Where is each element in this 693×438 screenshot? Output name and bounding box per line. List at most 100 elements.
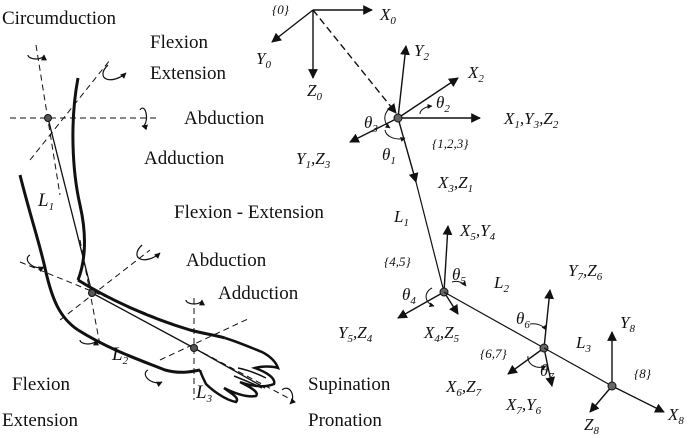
- label-flexion-wrist: Flexion: [12, 374, 71, 395]
- hand-outline: [198, 336, 280, 404]
- link-label-L1: L1: [393, 207, 409, 229]
- forearm-outline-top: [77, 278, 226, 340]
- label-pronation: Pronation: [308, 410, 382, 431]
- axis-label-part: ,Z: [454, 173, 468, 192]
- elbow-axis-2: [59, 249, 151, 321]
- axis-label-part: ,Y: [520, 109, 535, 128]
- arm-label-L3: L3: [195, 382, 213, 405]
- axis-X8: [611, 385, 665, 413]
- axis-label-Y7Z6: Y7,Z6: [568, 261, 603, 283]
- joint-shoulder: [393, 113, 403, 123]
- axis-label-X6Z7: X6,Z7: [445, 377, 482, 399]
- axis-label-part: 6: [536, 405, 542, 417]
- arm-label-L1: L1: [37, 190, 54, 213]
- axis-label-X7Y6: X7,Y6: [505, 395, 542, 417]
- angle-theta2: θ2: [436, 93, 450, 115]
- base-to-shoulder-dashed: [312, 9, 397, 114]
- axis-label-Y0: Y0: [256, 49, 271, 71]
- upper-arm-outline-front: [18, 174, 79, 332]
- axis-label-X8: X8: [667, 405, 684, 427]
- label-abduction-2: Abduction: [186, 250, 267, 271]
- rot-arc-theta3-icon: [384, 109, 391, 129]
- axis-label-part: Y: [568, 261, 579, 280]
- axis-label-part: 5: [470, 231, 476, 243]
- axis-label-part: X: [503, 109, 515, 128]
- arm-link-L1: [47, 117, 93, 294]
- axis-label-part: ,Z: [353, 323, 367, 342]
- axis-label-part: ,Z: [583, 261, 597, 280]
- axis-Y0: [271, 9, 314, 43]
- frame-label-45: {4,5}: [384, 254, 411, 269]
- label-extension-wrist: Extension: [2, 410, 78, 431]
- axis-label-part: ,Z: [539, 109, 553, 128]
- joint-end-effector: [607, 381, 617, 391]
- frame-label-123: {1,2,3}: [432, 136, 469, 151]
- axis-label-part: 7: [577, 271, 583, 283]
- axis-label-Y5Z4: Y5,Z4: [338, 323, 373, 345]
- angle-theta5: θ5: [452, 265, 466, 287]
- axis-label-X1Y3Z2: X1,Y3,Z2: [503, 109, 559, 131]
- frame-label-8: {8}: [634, 366, 652, 381]
- axis-label-part: ,Y: [522, 395, 537, 414]
- elbow-joint: [88, 289, 96, 297]
- axis-label-part: 7: [516, 405, 522, 417]
- axis-label-X5Y4: X5,Y4: [459, 221, 496, 243]
- axis-label-part: 1: [305, 159, 311, 171]
- shoulder-joint: [44, 114, 52, 122]
- axis-label-part: X: [505, 395, 517, 414]
- label-extension-shoulder: Extension: [150, 63, 226, 84]
- axis-label-part: X: [437, 173, 449, 192]
- axis-label-part: 3: [324, 159, 331, 171]
- rot-arc-theta5-icon: [451, 280, 467, 287]
- axis-label-part: ,Y: [476, 221, 491, 240]
- axis-label-part: ,Z: [311, 149, 325, 168]
- axis-X6Z7: [507, 347, 545, 375]
- rot-arrow-icon: [26, 254, 45, 273]
- rot-arrow-icon: [281, 387, 296, 405]
- axis-label-part: 5: [454, 333, 460, 345]
- label-flexion-shoulder: Flexion: [150, 32, 209, 53]
- axis-label-X3Z1: X3,Z1: [437, 173, 473, 195]
- wrist-joint: [190, 344, 198, 352]
- axis-label-part: 4: [367, 333, 373, 345]
- link-label-L3: L3: [575, 333, 591, 355]
- label-flexion-extension-elbow: Flexion - Extension: [174, 202, 324, 223]
- finger-lines: [233, 367, 267, 389]
- link-L1: [415, 181, 445, 293]
- angle-theta1: θ1: [382, 145, 396, 167]
- axis-label-part: 4: [434, 333, 440, 345]
- arm-link-L2: [91, 292, 195, 349]
- axis-label-X2: X2: [467, 63, 484, 85]
- axis-label-part: 6: [456, 387, 462, 399]
- arm-label-L2: L2: [111, 344, 129, 367]
- rot-arc-theta1-icon: [384, 129, 406, 142]
- wrist-axis-2: [159, 317, 251, 361]
- rot-arc-theta7-icon: [527, 355, 547, 371]
- rot-arrow-icon: [102, 64, 127, 81]
- axis-Z8: [589, 385, 613, 413]
- link-label-L2: L2: [493, 273, 509, 295]
- rot-arc-theta2-icon: [419, 103, 433, 115]
- rot-arrow-icon: [144, 369, 163, 388]
- axis-label-part: X: [445, 377, 457, 396]
- rot-arrow-icon: [27, 54, 47, 61]
- axis-label-part: 1: [514, 119, 520, 131]
- axis-label-Z8: Z8: [584, 415, 599, 437]
- arm-drawing: L1 L2 L3 Circumduction Flexion Extension…: [2, 8, 391, 431]
- label-abduction-1: Abduction: [184, 108, 265, 129]
- axis-label-part: Y: [338, 323, 349, 342]
- wrist-axis-3: [193, 347, 293, 401]
- axis-label-part: ,Z: [462, 377, 476, 396]
- axis-X7Y6: [543, 347, 555, 387]
- axis-Y7Z6: [543, 289, 554, 349]
- axis-label-part: 6: [597, 271, 603, 283]
- label-adduction-2: Adduction: [218, 283, 299, 304]
- rot-arrow-icon: [79, 339, 99, 346]
- axis-label-part: ,Z: [440, 323, 454, 342]
- axis-Y1Z3: [349, 117, 399, 143]
- axis-label-part: X: [459, 221, 471, 240]
- kinematic-chain: {0} X0 Y0 Z0 Y2 X2 X1,Y3,Z2 Y1,Z3 X3,Z1 …: [256, 2, 684, 437]
- axis-label-Y2: Y2: [414, 41, 429, 63]
- axis-label-part: 1: [468, 183, 474, 195]
